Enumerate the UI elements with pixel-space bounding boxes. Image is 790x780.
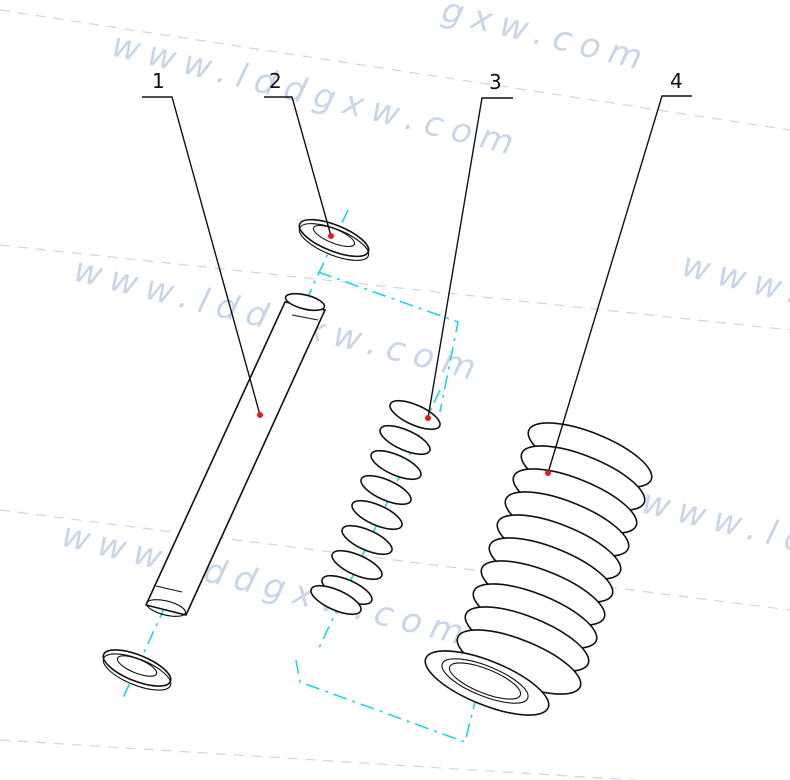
marker-4 [545,470,551,476]
leader-3 [427,97,513,419]
leader-1 [142,96,261,416]
marker-1 [257,412,263,418]
leader-2 [264,96,332,237]
callout-3: 3 [489,70,502,94]
washer-bottom [102,649,172,691]
callout-4: 4 [670,69,683,93]
watermark-text-6: www.ld [638,482,790,564]
leader-4 [547,95,692,474]
large-spring [424,422,653,716]
watermark-text-1: gxw.com [438,0,655,80]
leader-lines [142,95,692,474]
marker-3 [425,415,431,421]
watermark-text-2: www.lddgxw.com [108,25,527,166]
washer-top [298,218,370,261]
small-spring [310,389,441,651]
callout-1: 1 [152,69,165,93]
callout-2: 2 [269,69,282,93]
pin [144,292,327,617]
watermark-text-5: www.lddgxw.com [58,515,477,656]
watermark-lines [0,9,790,780]
marker-2 [328,233,334,239]
watermark-text-4: www.ld [678,245,790,327]
assembly-guide-box [295,271,477,744]
